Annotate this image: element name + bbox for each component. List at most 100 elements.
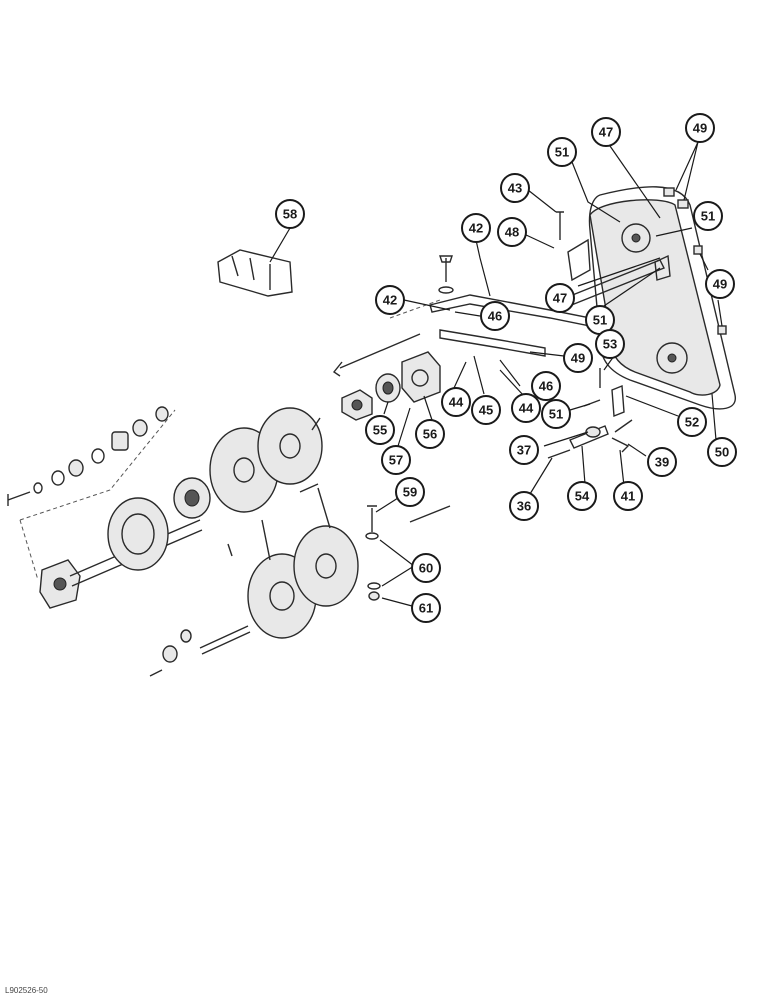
callout-label: 49 xyxy=(713,277,727,292)
callout-37: 37 xyxy=(509,435,539,465)
flange-bore xyxy=(53,577,67,591)
sheave-upper-1-hub xyxy=(233,457,255,483)
callout-label: 56 xyxy=(423,427,437,442)
callout-56: 56 xyxy=(415,419,445,449)
callout-label: 46 xyxy=(539,379,553,394)
drive-sheave-left xyxy=(107,497,169,571)
rod-59 xyxy=(409,505,451,523)
callout-label: 37 xyxy=(517,443,531,458)
bolt-59 xyxy=(367,505,377,532)
sheave-lower-2 xyxy=(293,525,359,607)
callout-label: 44 xyxy=(449,395,464,410)
nut-49b xyxy=(677,199,689,209)
bearing-3 xyxy=(155,406,169,422)
callout-46-upper: 46 xyxy=(480,301,510,331)
lower-idler-hub xyxy=(667,353,677,363)
callout-42-upper: 42 xyxy=(461,213,491,243)
clip-41 xyxy=(611,437,630,453)
callout-label: 49 xyxy=(693,121,707,136)
upper-idler-hub xyxy=(631,233,641,243)
sheave-upper-2 xyxy=(257,407,323,485)
callout-label: 45 xyxy=(479,403,493,418)
callout-label: 50 xyxy=(715,445,729,460)
callout-label: 58 xyxy=(283,207,297,222)
washer-left-1 xyxy=(33,482,43,494)
bearing-housing-56 xyxy=(401,351,441,403)
sheave-upper-2-hub xyxy=(279,433,301,459)
mounting-plate xyxy=(589,199,721,396)
nut-61 xyxy=(368,591,380,601)
lower-bolt xyxy=(149,669,163,677)
callout-label: 39 xyxy=(655,455,669,470)
sheave-left-inner xyxy=(121,513,155,555)
callout-39: 39 xyxy=(647,447,677,477)
callout-51-mid: 51 xyxy=(585,305,615,335)
callout-label: 42 xyxy=(383,293,397,308)
callout-49-top: 49 xyxy=(685,113,715,143)
snap-ring-2 xyxy=(91,448,105,464)
callout-47-mid: 47 xyxy=(545,283,575,313)
bracket-47 xyxy=(567,238,591,282)
callout-label: 49 xyxy=(571,351,585,366)
nut-49d xyxy=(717,325,727,335)
callout-label: 44 xyxy=(519,401,534,416)
callout-41: 41 xyxy=(613,481,643,511)
sheave-belt xyxy=(261,417,331,561)
callout-57: 57 xyxy=(381,445,411,475)
callout-label: 51 xyxy=(593,313,607,328)
callout-49-mid: 49 xyxy=(563,343,593,373)
callout-label: 53 xyxy=(603,337,617,352)
nut-49c xyxy=(693,245,703,255)
callout-label: 51 xyxy=(555,145,569,160)
hub-center xyxy=(351,399,363,411)
callout-59: 59 xyxy=(395,477,425,507)
callout-label: 59 xyxy=(403,485,417,500)
lower-idler-pulley xyxy=(656,342,688,374)
clutch-center xyxy=(184,489,200,507)
callout-36: 36 xyxy=(509,491,539,521)
washer-60a xyxy=(365,532,379,540)
callout-45: 45 xyxy=(471,395,501,425)
sheave-lower-2-hub xyxy=(315,553,337,579)
callout-label: 42 xyxy=(469,221,483,236)
callout-label: 57 xyxy=(389,453,403,468)
callout-54: 54 xyxy=(567,481,597,511)
callout-label: 55 xyxy=(373,423,387,438)
callout-47-top: 47 xyxy=(591,117,621,147)
carriage-bolt-upper xyxy=(439,255,453,282)
small-bolt-top xyxy=(227,543,233,557)
bracket-47b xyxy=(654,254,671,281)
tension-rod xyxy=(332,333,421,377)
leader-lines xyxy=(269,141,723,607)
callout-label: 36 xyxy=(517,499,531,514)
callout-42-lower: 42 xyxy=(375,285,405,315)
callout-label: 54 xyxy=(575,489,590,504)
callout-label: 46 xyxy=(488,309,502,324)
callout-label: 48 xyxy=(505,225,519,240)
callout-44-right: 44 xyxy=(511,393,541,423)
upper-idler-pulley xyxy=(621,223,651,253)
nut-49a xyxy=(663,187,675,197)
spacer xyxy=(111,431,129,451)
nut-37 xyxy=(585,426,601,438)
callout-50: 50 xyxy=(707,437,737,467)
callout-label: 43 xyxy=(508,181,522,196)
lower-bushing xyxy=(162,645,178,663)
callout-label: 41 xyxy=(621,489,635,504)
lower-spring xyxy=(199,625,251,655)
callout-48: 48 xyxy=(497,217,527,247)
guard-bracket-58 xyxy=(217,249,293,297)
callout-53: 53 xyxy=(595,329,625,359)
callout-label: 52 xyxy=(685,415,699,430)
figure-code: L902526-50 xyxy=(5,986,48,995)
callout-label: 47 xyxy=(553,291,567,306)
snap-ring-1 xyxy=(51,470,65,486)
bracket-52 xyxy=(611,384,625,418)
callout-label: 47 xyxy=(599,125,613,140)
callout-43: 43 xyxy=(500,173,530,203)
bolt-43 xyxy=(556,211,564,240)
bolt-left xyxy=(7,491,31,506)
sheave-lower-1-hub xyxy=(269,581,295,611)
stud-mid xyxy=(299,483,319,493)
